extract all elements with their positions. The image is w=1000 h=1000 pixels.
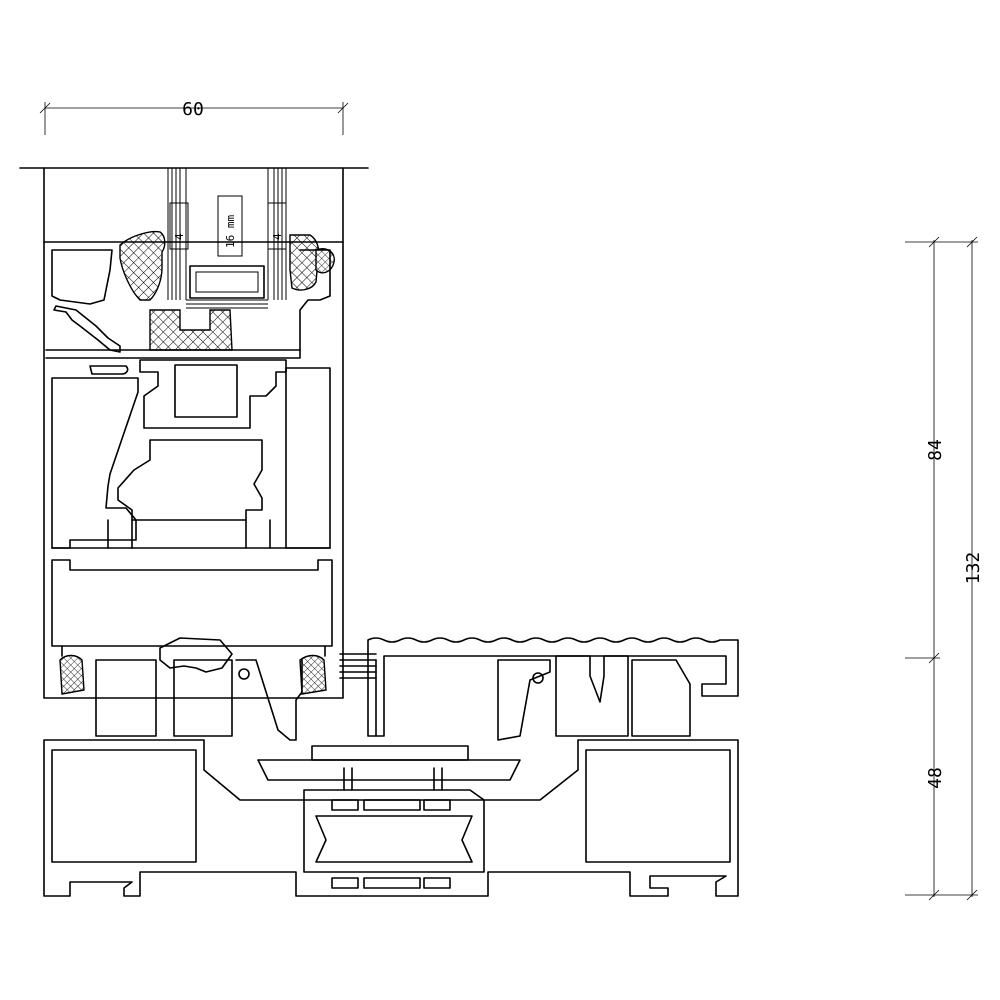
dimension-heights: 84 132 48 xyxy=(905,236,984,901)
gaskets xyxy=(59,230,335,695)
sash-height-label: 84 xyxy=(925,439,946,461)
cavity-label: 16 mm xyxy=(224,215,237,248)
dimension-width: 60 xyxy=(39,99,349,135)
frame-profile xyxy=(43,637,739,897)
sash-profile xyxy=(43,241,344,699)
right-pane-label: 4 xyxy=(271,233,284,240)
total-height-label: 132 xyxy=(963,552,984,585)
left-pane-label: 4 xyxy=(173,233,186,240)
width-label: 60 xyxy=(182,99,204,120)
wall-reference xyxy=(19,167,369,243)
base-height-label: 48 xyxy=(925,767,946,789)
glazing-unit: 4 4 16 mm xyxy=(167,168,287,309)
